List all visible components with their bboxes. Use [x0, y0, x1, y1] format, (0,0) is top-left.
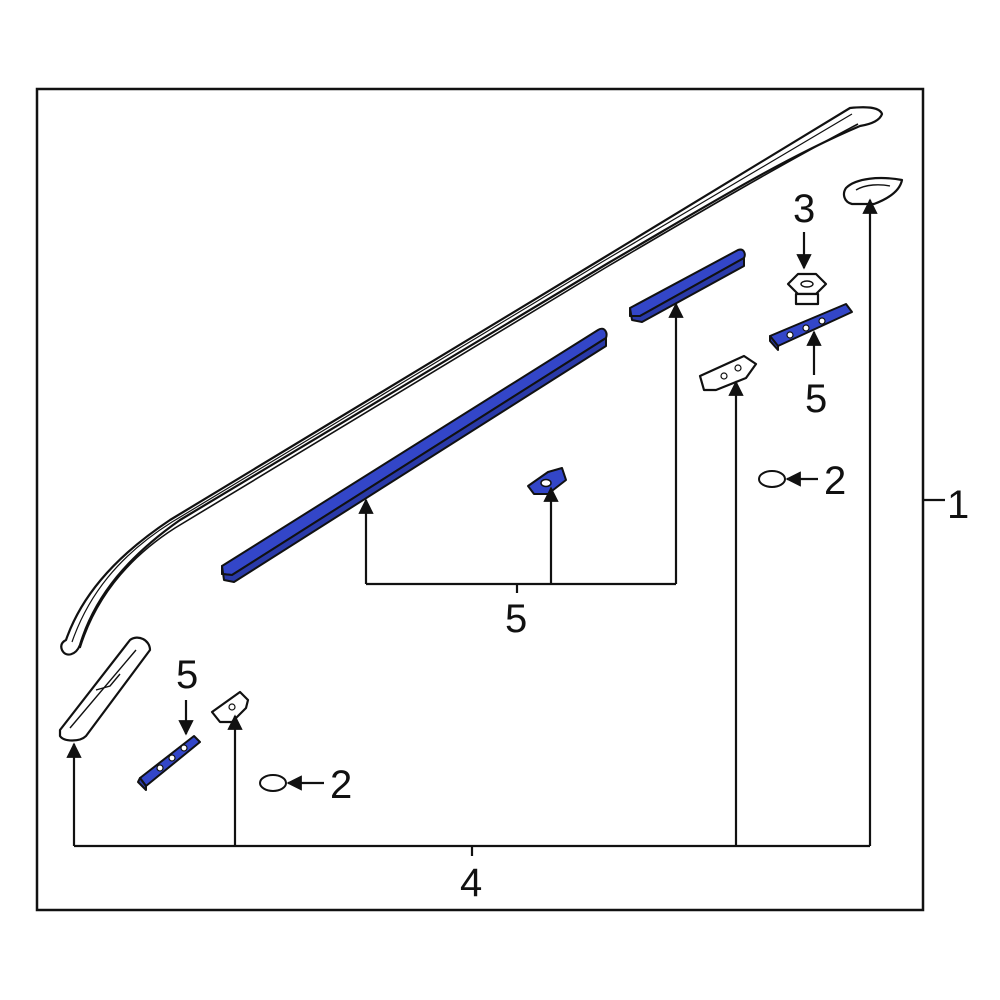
callout-5-left: 5: [176, 653, 198, 697]
left-support-bracket: [210, 690, 250, 724]
callout-3: 3: [793, 187, 815, 231]
center-clip: [527, 467, 567, 495]
callout-1: 1: [947, 483, 969, 527]
roof-rail: [60, 106, 884, 656]
grommet-lower: [259, 774, 287, 792]
long-molding-strip: [221, 327, 608, 583]
callout-5-center: 5: [505, 597, 527, 641]
callout-2-upper: 2: [824, 459, 846, 503]
rear-end-cap: [842, 177, 904, 206]
callout-5-right: 5: [805, 377, 827, 421]
right-bracket-plate: [769, 303, 853, 351]
front-end-cap: [58, 636, 152, 742]
left-bracket-plate: [137, 735, 201, 791]
callout-4: 4: [460, 861, 482, 905]
push-nut: [786, 272, 828, 306]
leader-lines: [66, 198, 945, 856]
diagram-frame: [35, 87, 925, 912]
right-support-bracket: [698, 354, 758, 392]
callout-2-lower: 2: [330, 763, 352, 807]
short-molding-strip: [629, 248, 746, 323]
grommet-upper: [758, 470, 786, 488]
